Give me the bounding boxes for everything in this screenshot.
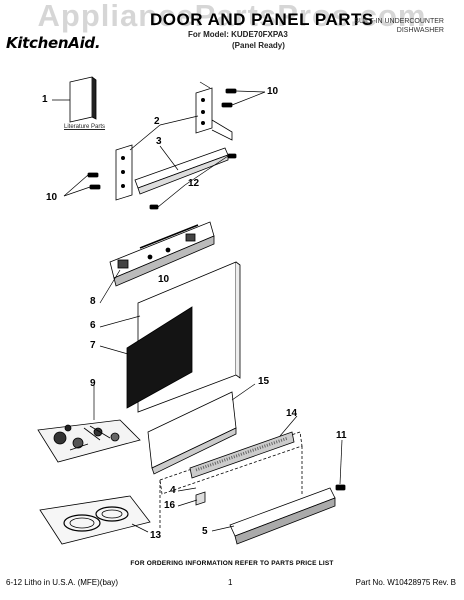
- callout-10-left: 10: [46, 192, 58, 203]
- model-line: For Model: KUDE70FXPA3: [188, 30, 288, 39]
- brand-logo: KitchenAid.: [6, 34, 101, 52]
- callout-2: 2: [154, 116, 160, 127]
- callout-10-upper: 10: [267, 86, 279, 97]
- page-number: 1: [228, 578, 233, 587]
- leader-lines: [63, 81, 343, 533]
- vent-assembly: [159, 431, 303, 530]
- trim-piece: [147, 391, 237, 475]
- cross-rail: [134, 147, 229, 195]
- upper-right-bracket: [195, 87, 233, 141]
- kick-plate-screw: [335, 484, 346, 491]
- callout-6: 6: [90, 320, 96, 331]
- page-title: DOOR AND PANEL PARTS: [150, 10, 374, 29]
- callout-14: 14: [286, 408, 298, 419]
- callout-15: 15: [258, 376, 270, 387]
- litho-info: 6-12 Litho in U.S.A. (MFE)(bay): [6, 578, 119, 587]
- callout-12: 12: [188, 178, 200, 189]
- control-assembly: [109, 221, 215, 287]
- kick-plate: [229, 487, 336, 545]
- ordering-note: FOR ORDERING INFORMATION REFER TO PARTS …: [130, 560, 334, 567]
- callout-5: 5: [202, 526, 208, 537]
- callout-8: 8: [90, 296, 96, 307]
- callout-1: 1: [42, 94, 48, 105]
- callout-4: 4: [170, 485, 176, 496]
- watermark: AppliancePartsPros.com: [37, 0, 427, 33]
- part-number: Part No. W10428975 Rev. B: [355, 578, 456, 587]
- callout-16: 16: [164, 500, 176, 511]
- hardware-kit: [37, 419, 141, 463]
- sound-pad: [39, 495, 151, 545]
- product-subtitle: BUILT-IN UNDERCOUNTER DISHWASHER: [354, 18, 444, 34]
- screws-left: [87, 172, 101, 190]
- callout-7: 7: [90, 340, 96, 351]
- callout-13: 13: [150, 530, 162, 541]
- callout-9: 9: [90, 378, 96, 389]
- panel-line: (Panel Ready): [232, 41, 285, 50]
- literature-parts-label: Literature Parts: [64, 124, 106, 130]
- callout-10-middle: 10: [158, 274, 170, 285]
- upper-left-bracket: [115, 144, 133, 201]
- literature-booklet: [69, 76, 97, 123]
- screws-rail: [149, 153, 237, 210]
- insulation-pad: [126, 306, 193, 409]
- callout-3: 3: [156, 136, 162, 147]
- callout-11: 11: [336, 430, 347, 441]
- clip-part: [195, 491, 206, 506]
